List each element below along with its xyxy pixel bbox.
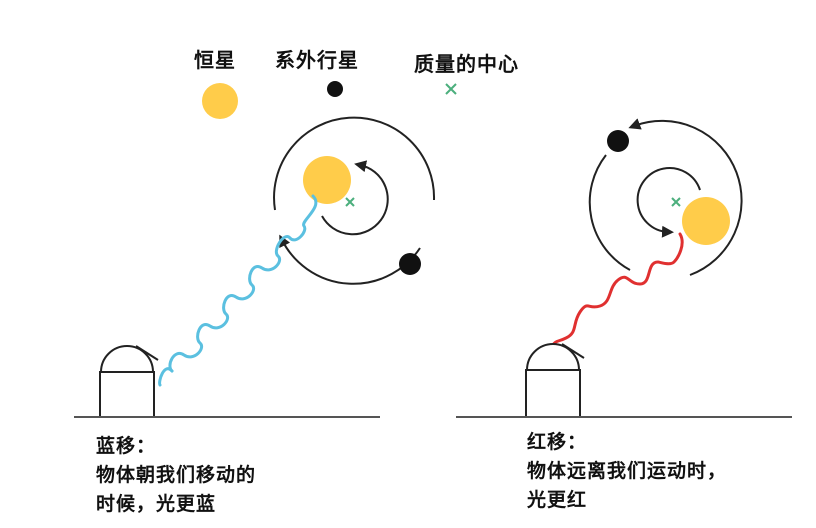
- right-center-mark: [671, 197, 681, 207]
- redshift-line2: 光更红: [527, 489, 588, 511]
- right-system: [550, 118, 743, 348]
- blue-light-wave: [168, 194, 318, 373]
- left-star: [303, 156, 351, 204]
- left-planet: [399, 253, 421, 275]
- blueshift-line2: 时候，光更蓝: [96, 493, 217, 515]
- redshift-caption: 红移： 物体远离我们运动时， 光更红: [527, 428, 727, 515]
- legend-star-label: 恒星: [194, 48, 236, 72]
- left-system: [158, 116, 436, 387]
- right-observatory: [525, 343, 585, 418]
- blueshift-caption: 蓝移： 物体朝我们移动的 时候，光更蓝: [96, 432, 256, 519]
- red-light-wave: [550, 232, 684, 348]
- legend-planet-label: 系外行星: [275, 48, 359, 72]
- right-star-orbit: [636, 167, 701, 238]
- left-observatory: [99, 345, 159, 418]
- redshift-title: 红移：: [527, 431, 588, 453]
- right-star: [682, 197, 730, 245]
- legend-planet-symbol: [327, 81, 343, 97]
- redshift-line1: 物体远离我们运动时，: [527, 460, 728, 482]
- right-planet-orbit-right: [628, 118, 743, 276]
- right-planet-orbit-left: [588, 154, 631, 271]
- left-planet-orbit-upper: [273, 116, 436, 211]
- legend-center-label: 质量的中心: [414, 52, 519, 76]
- blueshift-title: 蓝移：: [96, 435, 157, 457]
- right-planet: [607, 130, 629, 152]
- legend-center-symbol: [445, 83, 457, 95]
- legend-star-symbol: [202, 83, 238, 119]
- blue-light-wave-lower: [158, 367, 174, 387]
- left-star-orbit: [321, 160, 389, 236]
- left-center-mark: [345, 197, 355, 207]
- blueshift-line1: 物体朝我们移动的: [96, 464, 257, 486]
